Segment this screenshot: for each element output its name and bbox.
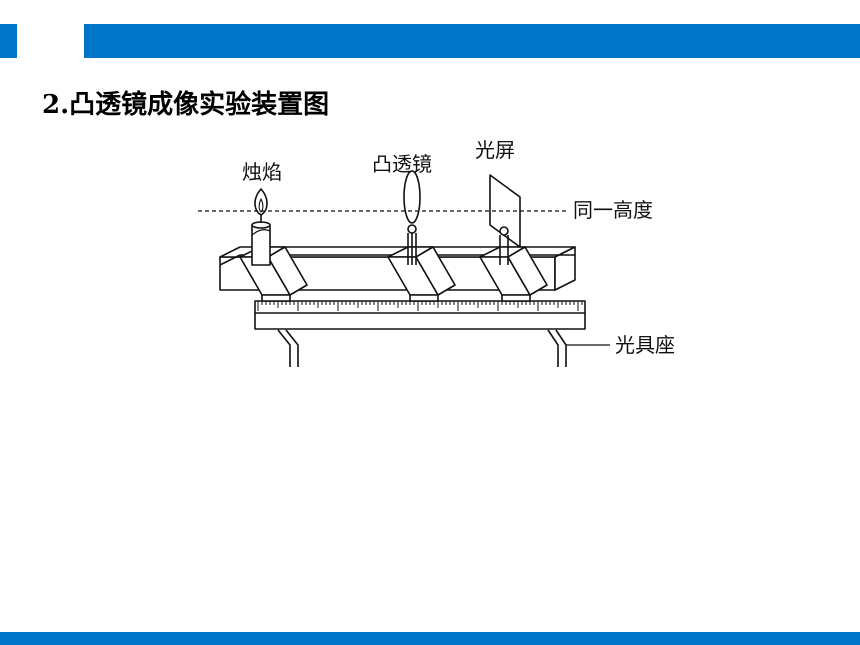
slider-lens [387, 246, 456, 302]
label-optical-bench: 光具座 [615, 333, 675, 357]
header-bar-left [0, 24, 17, 58]
light-screen [489, 174, 521, 265]
label-same-height: 同一高度 [573, 198, 653, 222]
label-lens: 凸透镜 [372, 152, 432, 176]
label-screen: 光屏 [475, 138, 515, 162]
slide-title: 2.凸透镜成像实验装置图 [42, 90, 330, 120]
footer-bar [0, 632, 860, 645]
lens-experiment-diagram: 烛焰 凸透镜 光屏 同一高度 光具座 [198, 138, 675, 367]
label-candle: 烛焰 [242, 160, 282, 184]
convex-lens [403, 170, 421, 265]
bench-legs [277, 329, 567, 367]
slider-screen [479, 246, 548, 302]
bench-ruler [254, 300, 586, 330]
candle [251, 188, 271, 266]
header-bar [84, 24, 860, 58]
